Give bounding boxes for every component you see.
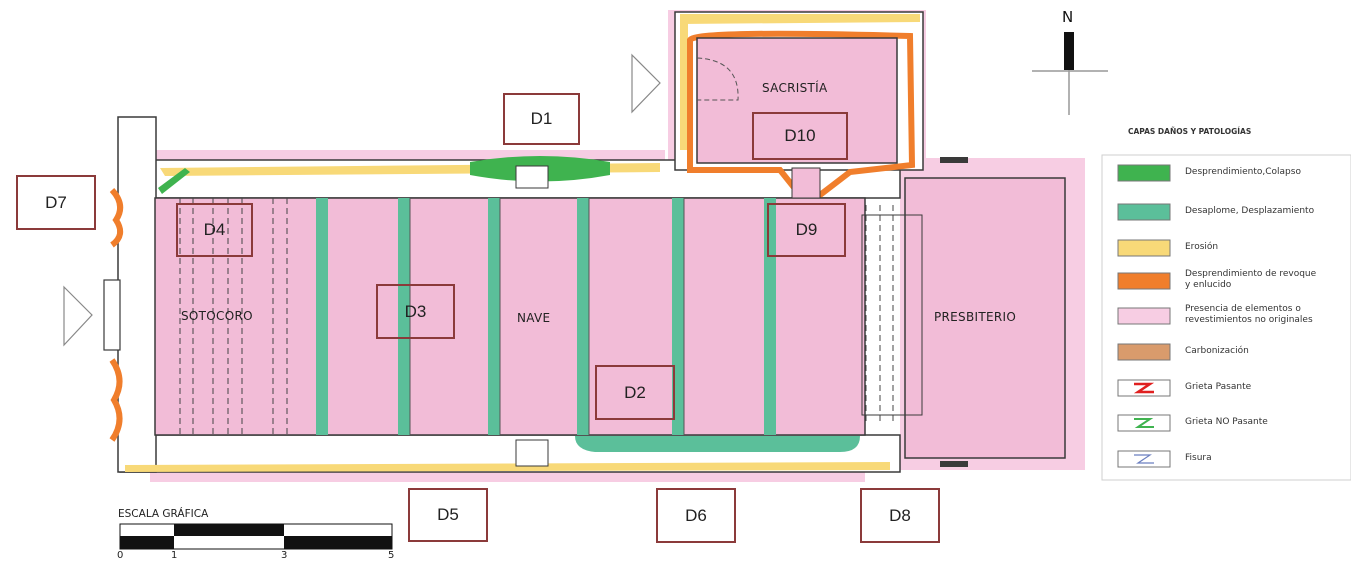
scale-seg-1 bbox=[120, 536, 174, 549]
damage-tag-d10: D10 bbox=[752, 112, 848, 160]
scale-tick-1: 1 bbox=[171, 550, 178, 561]
damage-tag-d5: D5 bbox=[408, 488, 488, 542]
erosion-sacristy-left bbox=[680, 20, 688, 150]
south-door bbox=[515, 439, 549, 467]
scale-seg-2 bbox=[174, 524, 284, 536]
damage-tag-d9: D9 bbox=[767, 203, 846, 257]
legend-label-crack-through: Grieta Pasante bbox=[1185, 382, 1252, 392]
plaster-detachment-west-top bbox=[109, 187, 124, 248]
damage-tag-d1: D1 bbox=[503, 93, 580, 145]
presbytery-interior bbox=[904, 177, 1066, 459]
collapse-northwest-corner bbox=[158, 168, 190, 194]
rib-5 bbox=[672, 198, 684, 435]
crack-green-icon bbox=[1134, 418, 1154, 428]
rib-2 bbox=[398, 198, 410, 435]
scale-title: ESCALA GRÁFICA bbox=[118, 508, 209, 520]
presbytery-step bbox=[861, 214, 923, 416]
crack-red-icon bbox=[1133, 382, 1155, 394]
rib-1 bbox=[316, 198, 328, 435]
north-label: N bbox=[1062, 8, 1074, 26]
damage-tag-d4: D4 bbox=[176, 203, 253, 257]
room-label-presbiterio: PRESBITERIO bbox=[934, 310, 1017, 324]
damage-tag-d2: D2 bbox=[595, 365, 675, 420]
legend-swatch-erosion bbox=[1117, 239, 1171, 257]
damage-tag-d3: D3 bbox=[376, 284, 455, 339]
legend-swatch-collapse bbox=[1117, 164, 1171, 182]
legend-title: CAPAS DAÑOS Y PATOLOGÍAS bbox=[1128, 127, 1252, 136]
south-wall-band bbox=[150, 470, 865, 482]
plaster-detachment-west-bottom bbox=[109, 358, 123, 442]
north-door bbox=[515, 165, 549, 189]
rib-3 bbox=[488, 198, 500, 435]
room-label-sotocoro: SOTOCORO bbox=[181, 309, 253, 323]
scale-tick-3: 3 bbox=[281, 550, 288, 561]
scale-seg-3 bbox=[284, 536, 392, 549]
scale-tick-0: 0 bbox=[117, 550, 124, 561]
damage-tag-d8: D8 bbox=[860, 488, 940, 543]
rib-4 bbox=[577, 198, 589, 435]
room-label-sacristia: SACRISTÍA bbox=[762, 81, 828, 95]
sacristy-entry-arrow bbox=[631, 53, 661, 114]
legend-label-collapse: Desprendimiento,Colapso bbox=[1185, 167, 1301, 177]
room-label-nave: NAVE bbox=[517, 311, 551, 325]
west-facade-wall bbox=[117, 116, 157, 473]
north-arrow-bar bbox=[1064, 32, 1074, 70]
nave-interior bbox=[154, 197, 866, 436]
legend-label-crack-nonthrough: Grieta NO Pasante bbox=[1185, 417, 1268, 427]
legend-label-fissure: Fisura bbox=[1185, 453, 1212, 463]
damage-tag-d6: D6 bbox=[656, 488, 736, 543]
west-entry-arrow bbox=[63, 285, 93, 347]
west-door-opening bbox=[103, 279, 121, 351]
legend-swatch-carbonization bbox=[1117, 343, 1171, 361]
damage-tag-d7: D7 bbox=[16, 175, 96, 230]
erosion-south-strip bbox=[125, 462, 890, 472]
legend-swatch-plaster bbox=[1117, 272, 1171, 290]
displacement-south-strip bbox=[575, 436, 860, 452]
legend-swatch-displacement bbox=[1117, 203, 1171, 221]
scale-tick-5: 5 bbox=[388, 550, 395, 561]
legend-label-displacement: Desaplome, Desplazamiento bbox=[1185, 206, 1315, 216]
sacristy-passage bbox=[791, 167, 821, 199]
crack-blue-icon bbox=[1134, 454, 1154, 464]
legend-label-erosion: Erosión bbox=[1185, 242, 1219, 252]
sacristy-door-swing bbox=[696, 57, 739, 101]
sotocoro-dashed-lines bbox=[179, 198, 894, 435]
legend-label-carbonization: Carbonización bbox=[1185, 346, 1249, 356]
rib-6 bbox=[764, 198, 776, 435]
erosion-sacristy-top bbox=[680, 14, 920, 24]
legend-swatch-nonoriginal bbox=[1117, 307, 1171, 325]
legend-label-nonoriginal: Presencia de elementos o revestimientos … bbox=[1185, 304, 1313, 325]
legend-label-plaster: Desprendimiento de revoque y enlucido bbox=[1185, 269, 1317, 290]
